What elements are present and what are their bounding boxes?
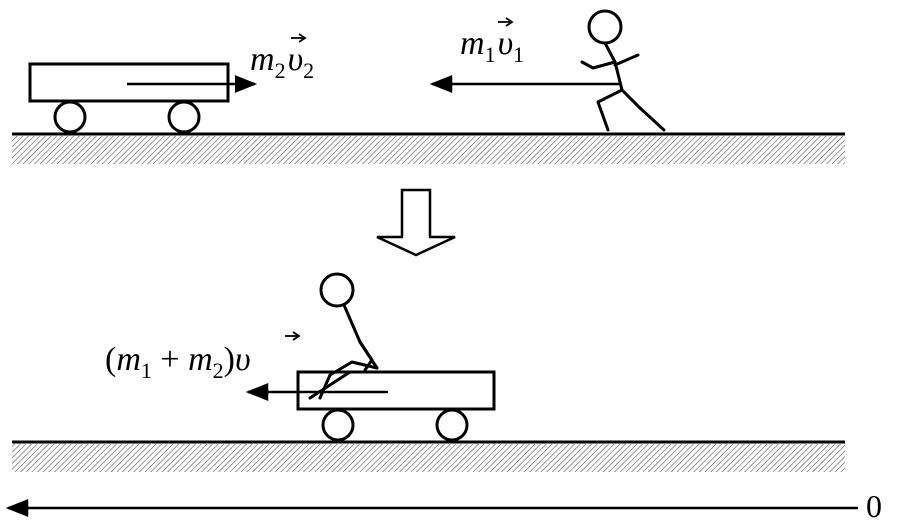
cart-body [296, 370, 496, 411]
seated-person-icon [308, 272, 379, 400]
cart-wheel [167, 100, 201, 134]
vector-accent-icon [291, 33, 307, 43]
top-ground-hatch [12, 136, 845, 164]
vector-accent-icon [285, 331, 301, 341]
top-scene: m2υ2 m1υ1 [12, 9, 845, 164]
runner-momentum-label: m1υ1 [460, 25, 524, 67]
bottom-cart [296, 370, 496, 442]
top-cart [28, 62, 258, 134]
cart-wheel [435, 408, 469, 442]
axis-origin-label: 0 [866, 488, 882, 520]
bottom-scene: (m1 + m2)υ [12, 272, 845, 472]
vector-accent-icon [498, 17, 514, 27]
cart-wheel [321, 408, 355, 442]
bottom-ground-hatch [12, 444, 845, 472]
transition-down-arrow-icon [376, 188, 456, 257]
combined-momentum-label: (m1 + m2)υ [105, 341, 251, 383]
running-person-icon [580, 9, 666, 132]
cart-wheel [53, 100, 87, 134]
cart-body [28, 62, 230, 103]
cart-momentum-label: m2υ2 [250, 41, 314, 83]
x-axis: 0 [5, 488, 882, 520]
